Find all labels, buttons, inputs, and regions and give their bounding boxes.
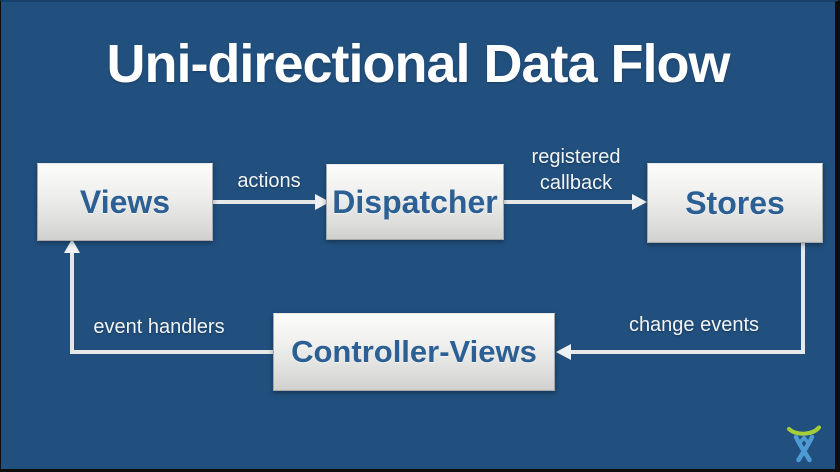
logo-green-arc — [787, 425, 821, 436]
node-stores: Stores — [647, 163, 823, 243]
node-views-label: Views — [79, 183, 171, 220]
edge-label-change-events: change events — [628, 314, 760, 336]
edge-label-event-handlers: event handlers — [93, 316, 225, 338]
node-controller-views-label: Controller-Views — [291, 334, 537, 369]
atlassian-logo-icon — [787, 425, 821, 463]
change-events-arrow — [556, 243, 805, 360]
node-dispatcher: Dispatcher — [326, 164, 504, 240]
registered-callback-arrow — [504, 194, 647, 210]
node-dispatcher-label: Dispatcher — [332, 183, 498, 220]
node-controller-views: Controller-Views — [273, 313, 555, 391]
event-handlers-arrow — [64, 239, 273, 354]
node-views: Views — [37, 163, 213, 241]
node-stores-label: Stores — [685, 184, 785, 221]
edge-label-registered-callback: registered callback — [531, 146, 621, 194]
edge-label-actions: actions — [237, 170, 301, 192]
logo-figure — [793, 434, 815, 463]
page-title: Uni-directional Data Flow — [106, 34, 730, 94]
actions-arrow — [213, 194, 330, 210]
